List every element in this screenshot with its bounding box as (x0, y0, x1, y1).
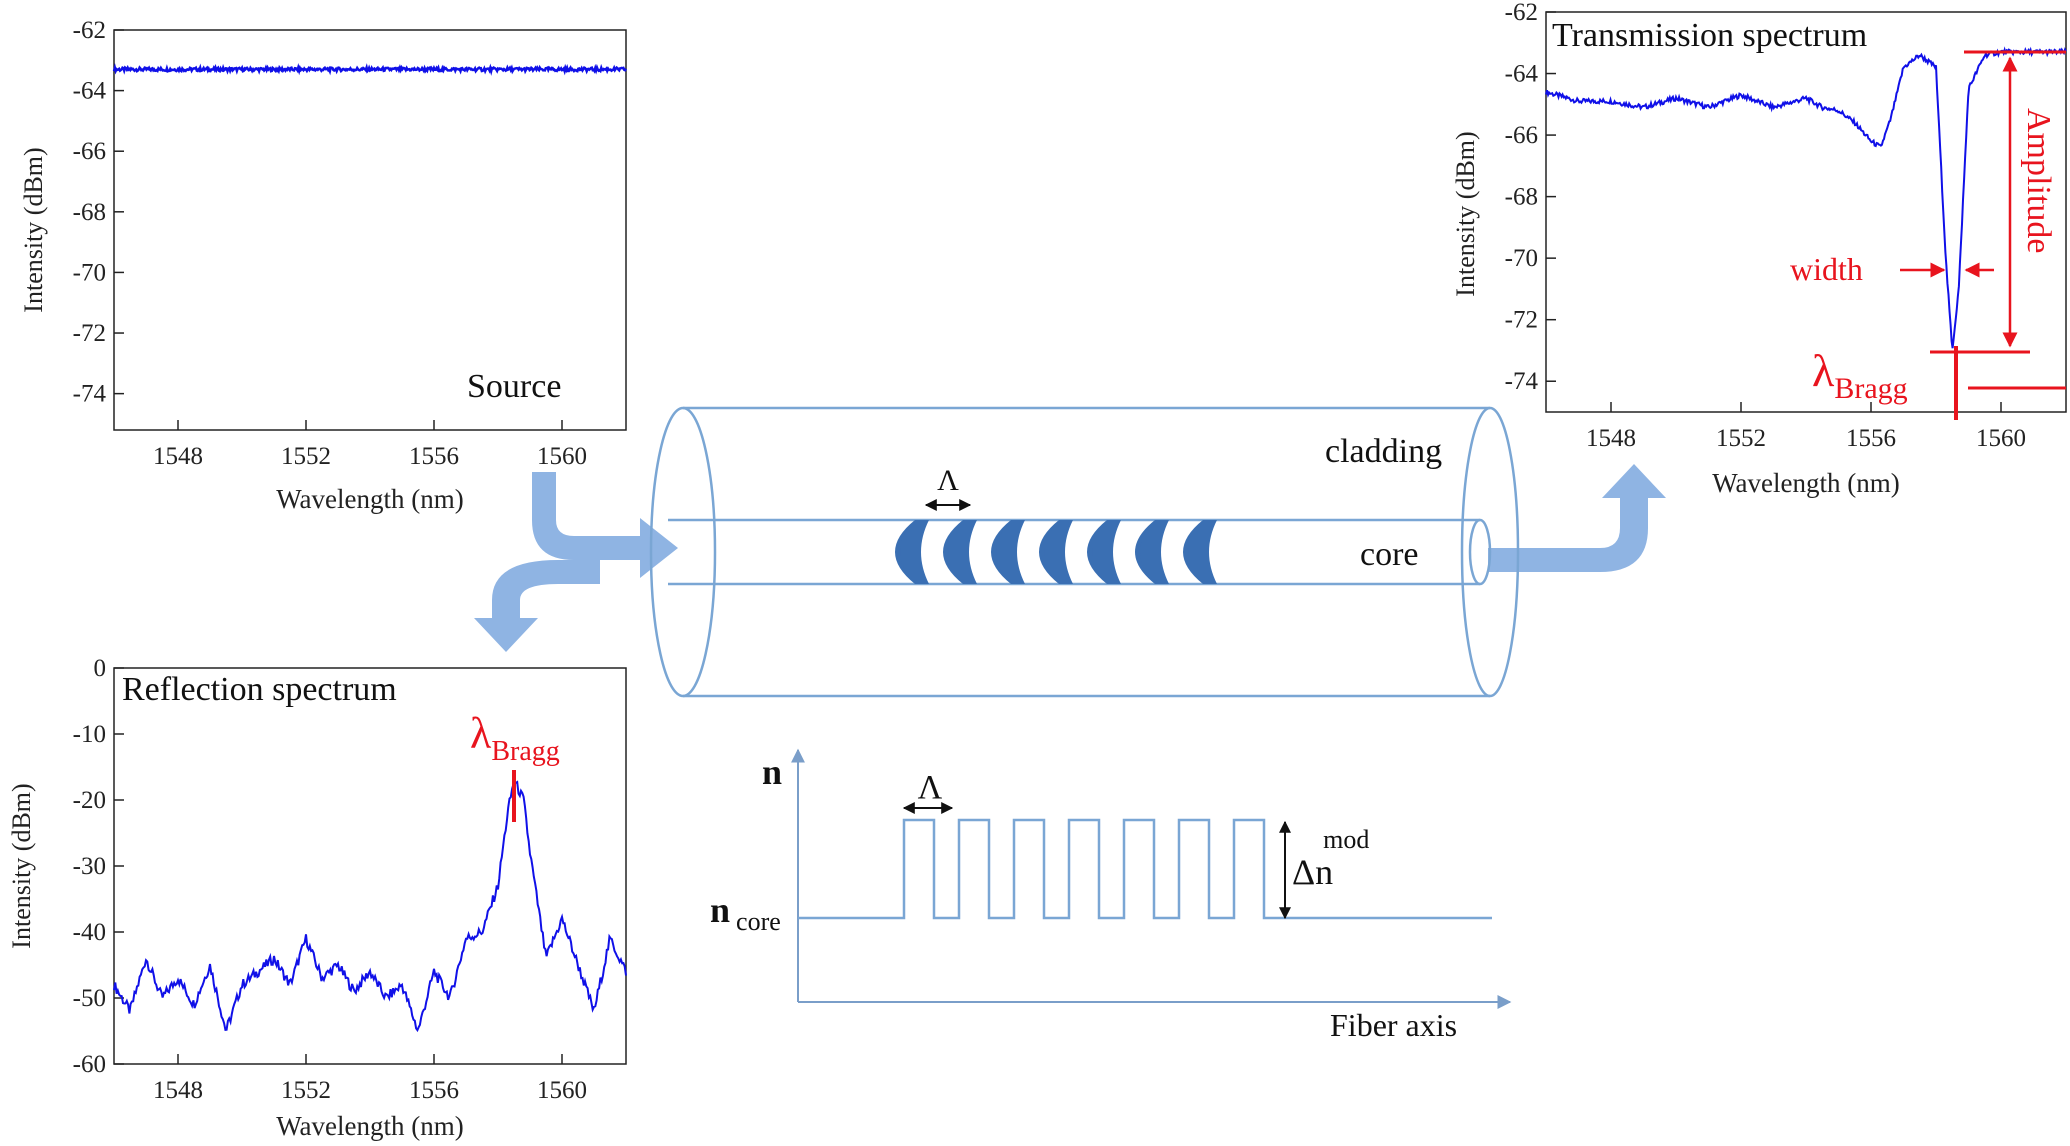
delta-n-sup: mod (1323, 825, 1369, 854)
grating-fringes (895, 520, 1217, 584)
ytick-label: -70 (1505, 245, 1538, 272)
transmission-lambda: λ (1812, 345, 1835, 396)
xtick-label: 1556 (409, 1077, 459, 1104)
ytick-label: -68 (73, 199, 106, 226)
flow-arrows (474, 464, 1666, 652)
fiber-period-symbol: Λ (937, 464, 959, 497)
ytick-label: -68 (1505, 184, 1538, 211)
xtick-label: 1552 (281, 1077, 331, 1104)
source-xticks: 1548 1552 1556 1560 (153, 420, 587, 470)
ytick-label: -64 (73, 78, 107, 105)
ytick-label: 0 (94, 655, 107, 682)
transmission-yticks: -62 -64 -66 -68 -70 -72 -74 (1505, 0, 1556, 395)
ytick-label: -74 (73, 381, 107, 408)
ytick-label: -62 (73, 17, 106, 44)
transmission-bragg-label: λBragg (1812, 345, 1908, 405)
grating-fringe-body (1188, 520, 1217, 584)
ytick-label: -30 (73, 853, 106, 880)
grating-fringe-body (1140, 520, 1169, 584)
xtick-label: 1552 (281, 443, 331, 470)
xtick-label: 1552 (1716, 425, 1766, 452)
ytick-label: -70 (73, 259, 106, 286)
fiber-core (668, 518, 1480, 586)
transmission-plot: -62 -64 -66 -68 -70 -72 -74 1548 1552 1556 1560 T… (1451, 0, 2067, 498)
ytick-label: -60 (73, 1051, 106, 1078)
ytick-label: -74 (1505, 368, 1539, 395)
xtick-label: 1556 (1846, 425, 1896, 452)
transmission-xlabel: Wavelength (nm) (1712, 468, 1900, 498)
fiber-to-transmission-arrow (1488, 464, 1666, 572)
ytick-label: -72 (1505, 307, 1538, 334)
ytick-label: -62 (1505, 0, 1538, 26)
source-title: Source (467, 368, 561, 405)
source-series-line (112, 63, 628, 76)
grating-fringe-body (900, 520, 929, 584)
transmission-series-line (1545, 46, 2067, 349)
reflection-yticks: 0 -10 -20 -30 -40 -50 -60 (73, 655, 124, 1078)
index-profile-line (798, 818, 1492, 920)
source-to-fiber-arrow (532, 472, 678, 578)
ytick-label: -50 (73, 985, 106, 1012)
xtick-label: 1560 (1976, 425, 2026, 452)
grating-fringe-body (1092, 520, 1121, 584)
reflection-plot: 0 -10 -20 -30 -40 -50 -60 1548 1552 1556 1560 Ref… (7, 655, 627, 1141)
fiber-core-right-end (1468, 518, 1492, 586)
ytick-label: -10 (73, 721, 106, 748)
ytick-label: -64 (1505, 61, 1539, 88)
core-label: core (1360, 536, 1419, 573)
xtick-label: 1548 (1586, 425, 1636, 452)
transmission-title: Transmission spectrum (1552, 17, 1867, 54)
ytick-label: -66 (1505, 122, 1538, 149)
transmission-xticks: 1548 1552 1556 1560 (1586, 402, 2026, 452)
transmission-plot-frame (1545, 11, 2067, 413)
grating-fringe-body (948, 520, 977, 584)
fiber-cladding (683, 406, 1490, 698)
fiber-right-end (1460, 406, 1520, 698)
profile-n-core-sub: core (736, 907, 781, 936)
reflection-xlabel: Wavelength (nm) (276, 1111, 464, 1141)
source-ylabel: Intensity (dBm) (19, 147, 48, 312)
xtick-label: 1560 (537, 443, 587, 470)
xtick-label: 1548 (153, 1077, 203, 1104)
transmission-ylabel: Intensity (dBm) (1451, 131, 1480, 296)
ytick-label: -20 (73, 787, 106, 814)
reflection-xticks: 1548 1552 1556 1560 (153, 1054, 587, 1104)
ytick-label: -72 (73, 320, 106, 347)
profile-n-core-main: n (710, 890, 730, 930)
transmission-lambda-sub: Bragg (1834, 372, 1907, 405)
fiber-to-reflection-arrow (474, 560, 600, 652)
xtick-label: 1548 (153, 443, 203, 470)
profile-period-symbol: Λ (918, 769, 943, 806)
reflection-lambda: λ (470, 709, 492, 758)
ytick-label: -40 (73, 919, 106, 946)
amplitude-label: Amplitude (2020, 108, 2057, 253)
fiber-left-end (649, 406, 717, 698)
reflection-title: Reflection spectrum (122, 671, 397, 708)
grating-fringe-body (1044, 520, 1073, 584)
xtick-label: 1560 (537, 1077, 587, 1104)
width-label: width (1790, 251, 1863, 287)
delta-n-main: Δn (1292, 852, 1333, 892)
delta-n-label: Δnmod (1292, 825, 1369, 892)
xtick-label: 1556 (409, 443, 459, 470)
reflection-series-line (113, 780, 627, 1033)
grating-fringe-body (996, 520, 1025, 584)
fiber: Λ cladding core (649, 406, 1520, 698)
source-plot-frame (113, 29, 627, 431)
reflection-bragg-label: λBragg (470, 709, 560, 767)
reflection-ylabel: Intensity (dBm) (7, 783, 36, 948)
ytick-label: -66 (73, 138, 106, 165)
reflection-lambda-sub: Bragg (491, 736, 559, 767)
source-yticks: -62 -64 -66 -68 -70 -72 -74 (73, 17, 124, 408)
profile-n-label: n (762, 752, 782, 792)
fiber-axis-label: Fiber axis (1330, 1007, 1457, 1043)
source-plot: -62 -64 -66 -68 -70 -72 -74 1548 1552 1556 1560 S… (19, 17, 628, 514)
source-xlabel: Wavelength (nm) (276, 484, 464, 514)
cladding-label: cladding (1325, 433, 1442, 470)
